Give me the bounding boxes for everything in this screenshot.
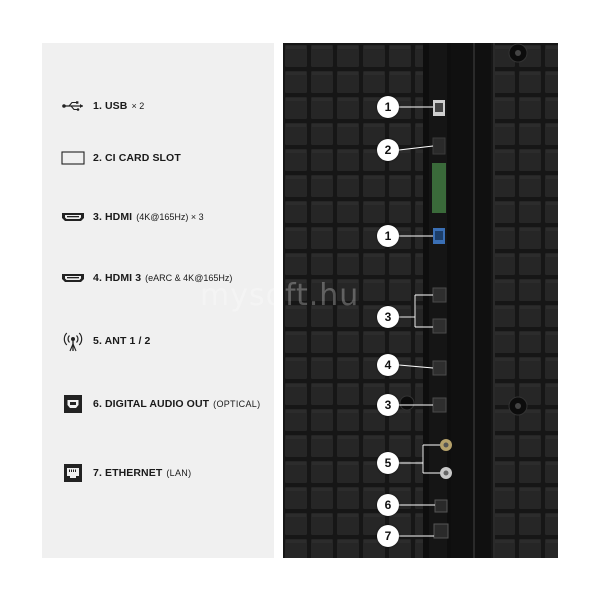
port-row-ci-card-slot: 2. CI CARD SLOT (61, 146, 181, 170)
usb-icon (61, 94, 85, 118)
port-label: 3. HDMI (93, 211, 133, 223)
port-legend-panel: 1. USB × 2 2. CI CARD SLOT 3. HDMI (4K@1… (42, 43, 274, 558)
port-note: (OPTICAL) (213, 399, 261, 409)
port-label: 5. ANT 1 / 2 (93, 335, 151, 347)
port-row-antenna: 5. ANT 1 / 2 (61, 329, 150, 353)
port-label: 1. USB (93, 100, 128, 112)
port-note: (4K@165Hz) × 3 (136, 212, 204, 222)
port-note: (LAN) (166, 468, 192, 478)
port-row-hdmi-earc: 4. HDMI 3 (eARC & 4K@165Hz) (61, 266, 232, 290)
callout-badge: 4 (377, 354, 399, 376)
callout-badge: 5 (377, 452, 399, 474)
port-label: 4. HDMI 3 (93, 272, 142, 284)
callout-badge: 6 (377, 494, 399, 516)
hdmi-icon (61, 205, 85, 229)
port-note: (eARC & 4K@165Hz) (145, 273, 233, 283)
ci-card-slot-icon (61, 146, 85, 170)
port-row-usb: 1. USB × 2 (61, 94, 144, 118)
port-note: × 2 (131, 101, 145, 111)
hdmi-icon (61, 266, 85, 290)
tv-rear-panel-illustration (283, 43, 558, 558)
port-label: 2. CI CARD SLOT (93, 152, 181, 164)
port-row-hdmi: 3. HDMI (4K@165Hz) × 3 (61, 205, 204, 229)
port-label: 6. DIGITAL AUDIO OUT (93, 398, 210, 410)
ethernet-icon (61, 461, 85, 485)
callout-badge: 1 (377, 96, 399, 118)
callout-badge: 2 (377, 139, 399, 161)
tv-rear-photo: 1 2 1 3 4 3 5 6 7 (283, 43, 558, 558)
callout-badge: 3 (377, 306, 399, 328)
port-label: 7. ETHERNET (93, 467, 163, 479)
antenna-icon (61, 329, 85, 353)
port-row-digital-audio-out: 6. DIGITAL AUDIO OUT (OPTICAL) (61, 392, 260, 416)
callout-badge: 3 (377, 394, 399, 416)
optical-audio-icon (61, 392, 85, 416)
port-row-ethernet: 7. ETHERNET (LAN) (61, 461, 191, 485)
callout-badge: 1 (377, 225, 399, 247)
callout-badge: 7 (377, 525, 399, 547)
watermark: mysoft.hu (200, 278, 360, 313)
